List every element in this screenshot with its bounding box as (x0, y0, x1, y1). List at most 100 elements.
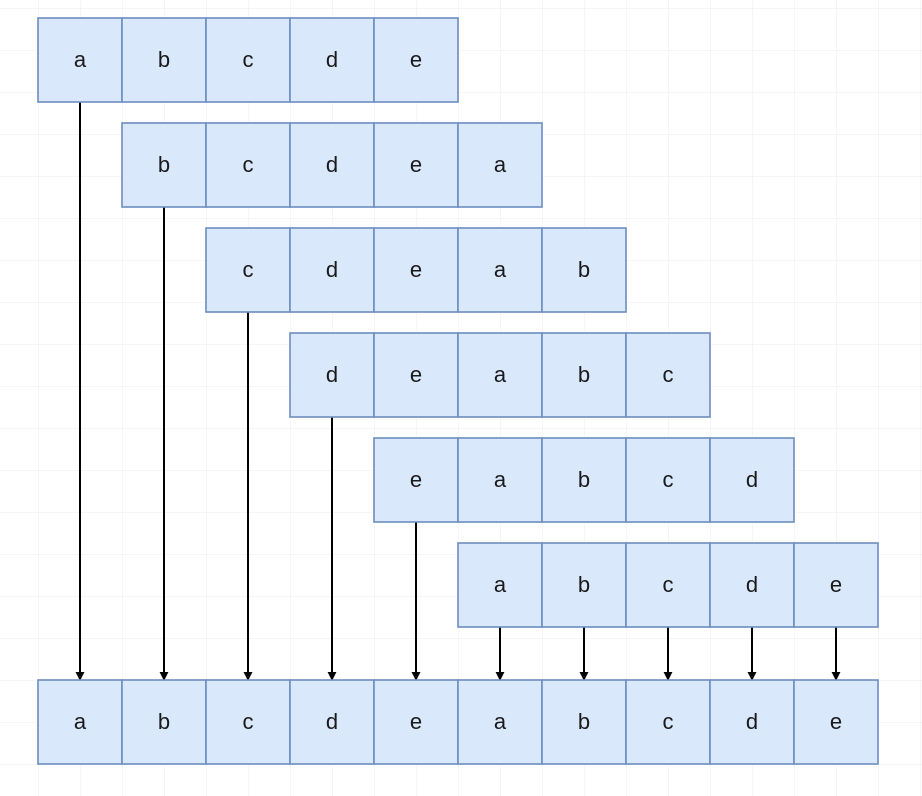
rotation-cell-box (373, 17, 459, 103)
rotation-cell-label: e (410, 47, 422, 72)
result-cell-label: c (663, 709, 674, 734)
result-cell-box (541, 679, 627, 765)
rotation-cell-box (709, 437, 795, 523)
rotation-cell-label: e (410, 257, 422, 282)
rotation-row-1: a b c d e (37, 17, 459, 103)
result-cell: a (37, 679, 123, 765)
result-cell: d (289, 679, 375, 765)
rotation-cell-label: b (578, 257, 590, 282)
rotation-cell-box (457, 437, 543, 523)
rotation-cell-label: a (494, 257, 507, 282)
result-cell: a (457, 679, 543, 765)
rotation-cell-label: a (74, 47, 87, 72)
rotation-cell: b (121, 122, 207, 208)
rotation-cell-box (457, 122, 543, 208)
result-cell: c (205, 679, 291, 765)
rotation-cell: a (457, 122, 543, 208)
rotation-cell: d (289, 332, 375, 418)
rotation-cell-box (457, 332, 543, 418)
rotation-cell-box (121, 17, 207, 103)
rotation-cell-box (541, 227, 627, 313)
result-cell: e (793, 679, 879, 765)
rotation-cell: b (541, 542, 627, 628)
rotation-cell-box (289, 332, 375, 418)
result-cell: d (709, 679, 795, 765)
rotation-cell-label: c (243, 152, 254, 177)
rotation-cell-label: c (663, 572, 674, 597)
result-cell-label: e (830, 709, 842, 734)
rotation-cell-label: d (326, 47, 338, 72)
rotation-cell: a (37, 17, 123, 103)
rotation-cell-box (625, 332, 711, 418)
rotation-cell: a (457, 332, 543, 418)
result-cell: e (373, 679, 459, 765)
rotation-cell: e (373, 17, 459, 103)
rotation-cell-label: b (578, 467, 590, 492)
result-cell-label: c (243, 709, 254, 734)
rotation-cell-label: c (663, 362, 674, 387)
rotation-cell: e (373, 437, 459, 523)
rotation-cell-box (289, 17, 375, 103)
rotation-cell-label: b (158, 47, 170, 72)
rotation-cell-box (541, 437, 627, 523)
result-cell-box (37, 679, 123, 765)
rotation-cell: b (541, 227, 627, 313)
rotation-cell-label: e (410, 152, 422, 177)
rotation-cell: d (709, 542, 795, 628)
rotation-cell: e (793, 542, 879, 628)
rotation-cell: b (541, 437, 627, 523)
rotation-cell-label: a (494, 152, 507, 177)
rotation-cell-label: b (578, 362, 590, 387)
rotation-cell-label: d (326, 152, 338, 177)
rotation-cell: d (289, 122, 375, 208)
result-cell: b (541, 679, 627, 765)
rotation-cell-label: d (746, 467, 758, 492)
rotation-cell-box (373, 437, 459, 523)
rotation-cell-label: c (243, 47, 254, 72)
rotation-cell: c (625, 542, 711, 628)
rotation-cell-box (205, 227, 291, 313)
result-cell-box (289, 679, 375, 765)
rotation-cell: a (457, 542, 543, 628)
result-cell-label: a (494, 709, 507, 734)
rotation-cell-label: a (494, 572, 507, 597)
rotation-cell-box (205, 122, 291, 208)
result-cell-box (709, 679, 795, 765)
rotation-cell-box (373, 227, 459, 313)
rotation-cell-box (625, 542, 711, 628)
result-cell-box (373, 679, 459, 765)
rotation-cell-label: b (158, 152, 170, 177)
rotation-cell: c (625, 332, 711, 418)
result-cell-box (121, 679, 207, 765)
result-cell-box (457, 679, 543, 765)
rotation-cell-label: c (243, 257, 254, 282)
rotation-cell-box (541, 542, 627, 628)
result-cell: b (121, 679, 207, 765)
result-cell-label: d (746, 709, 758, 734)
rotation-cell: b (541, 332, 627, 418)
result-cell-box (205, 679, 291, 765)
rotation-cell: d (289, 17, 375, 103)
rotation-cell: a (457, 227, 543, 313)
rotation-cell: c (205, 17, 291, 103)
arrows-layer (75, 102, 841, 681)
rotation-cell: e (373, 122, 459, 208)
rotation-cell: b (121, 17, 207, 103)
rotation-cell: d (289, 227, 375, 313)
rotation-cell-box (793, 542, 879, 628)
rotation-cell-box (205, 17, 291, 103)
rotation-cell: e (373, 332, 459, 418)
rotation-cell-label: a (494, 467, 507, 492)
result-cell-label: b (578, 709, 590, 734)
result-cell-label: b (158, 709, 170, 734)
rotation-cell: c (205, 122, 291, 208)
rotation-cell-label: e (410, 467, 422, 492)
result-cell-box (625, 679, 711, 765)
